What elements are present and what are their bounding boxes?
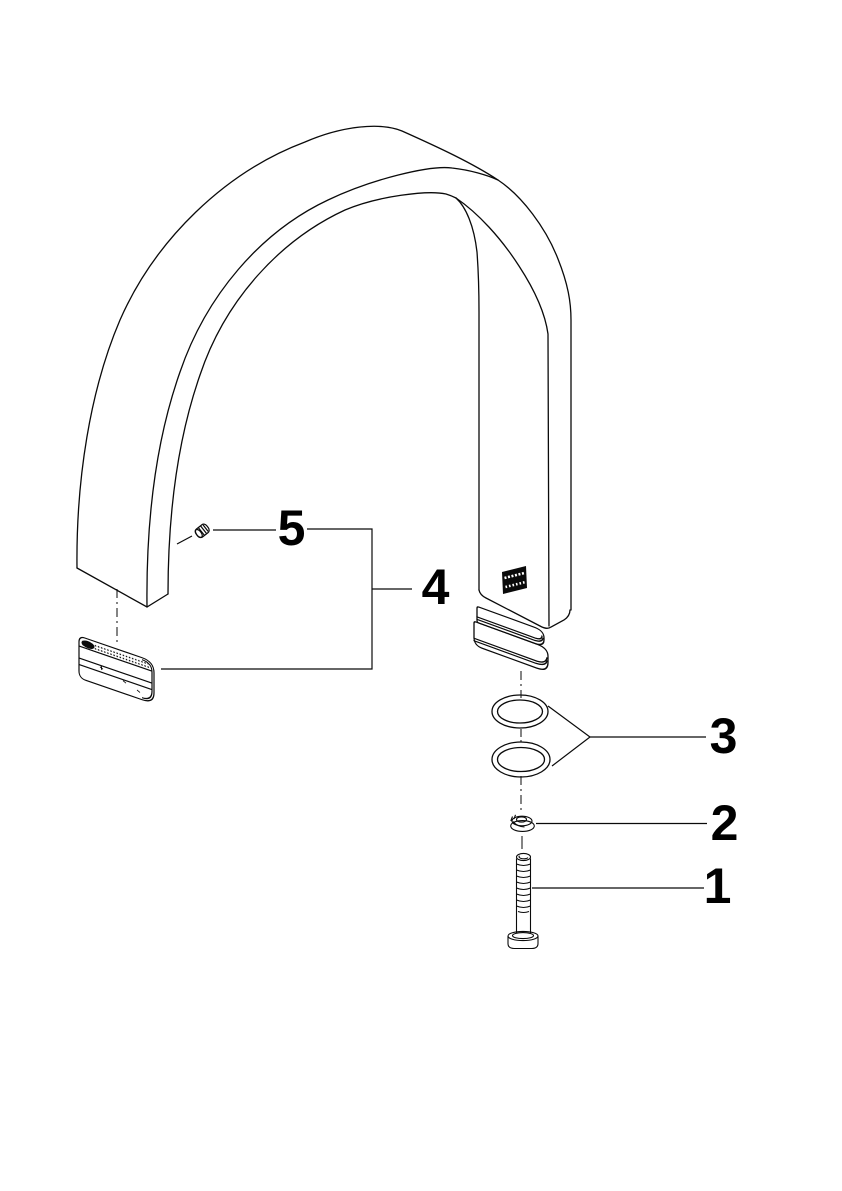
spout-face-boundary-edge bbox=[455, 197, 550, 627]
spout-end-connector bbox=[473, 606, 549, 671]
brand-logo bbox=[502, 566, 527, 594]
aerator bbox=[78, 636, 155, 702]
screw-head bbox=[507, 930, 539, 950]
set-screw bbox=[194, 523, 210, 539]
spout-inner-arc bbox=[167, 192, 457, 595]
part-label-2: 2 bbox=[710, 795, 739, 851]
o-ring-lower bbox=[491, 741, 551, 778]
part-label-1: 1 bbox=[703, 858, 732, 914]
bracket-4 bbox=[161, 528, 373, 670]
leader-lines bbox=[161, 528, 707, 889]
spout-left-outlet-cut bbox=[76, 567, 169, 608]
mounting-screw bbox=[507, 852, 539, 950]
spout-right-bottom-edge bbox=[478, 589, 571, 629]
aerator-seam-1 bbox=[79, 657, 152, 684]
aerator-inlet-dark bbox=[81, 640, 95, 649]
o-ring-upper bbox=[491, 694, 549, 729]
screw-tip-spiral bbox=[518, 855, 529, 860]
part-label-3: 3 bbox=[709, 708, 738, 764]
part-label-5: 5 bbox=[277, 500, 306, 556]
spout-outer-arc bbox=[76, 125, 572, 611]
aerator-seam-2 bbox=[79, 663, 152, 691]
aerator-screen-edge bbox=[79, 645, 152, 672]
spout-front-left-edge bbox=[455, 197, 480, 591]
spout-body bbox=[76, 125, 572, 671]
screw-shaft bbox=[515, 858, 532, 933]
aerator-right-rim bbox=[141, 659, 153, 700]
aerator-notch-marks bbox=[99, 666, 141, 693]
screw-threads bbox=[516, 863, 531, 914]
fastening-washer bbox=[510, 814, 535, 832]
aerator-screen-band bbox=[81, 638, 151, 671]
leader-5-pointer bbox=[176, 535, 193, 545]
spout-middle-arc bbox=[146, 166, 499, 608]
aerator-outline bbox=[78, 636, 155, 702]
leader-3-fork bbox=[547, 705, 591, 767]
part-label-4: 4 bbox=[421, 559, 450, 615]
screw-tip bbox=[515, 852, 532, 862]
center-lines bbox=[116, 589, 523, 849]
